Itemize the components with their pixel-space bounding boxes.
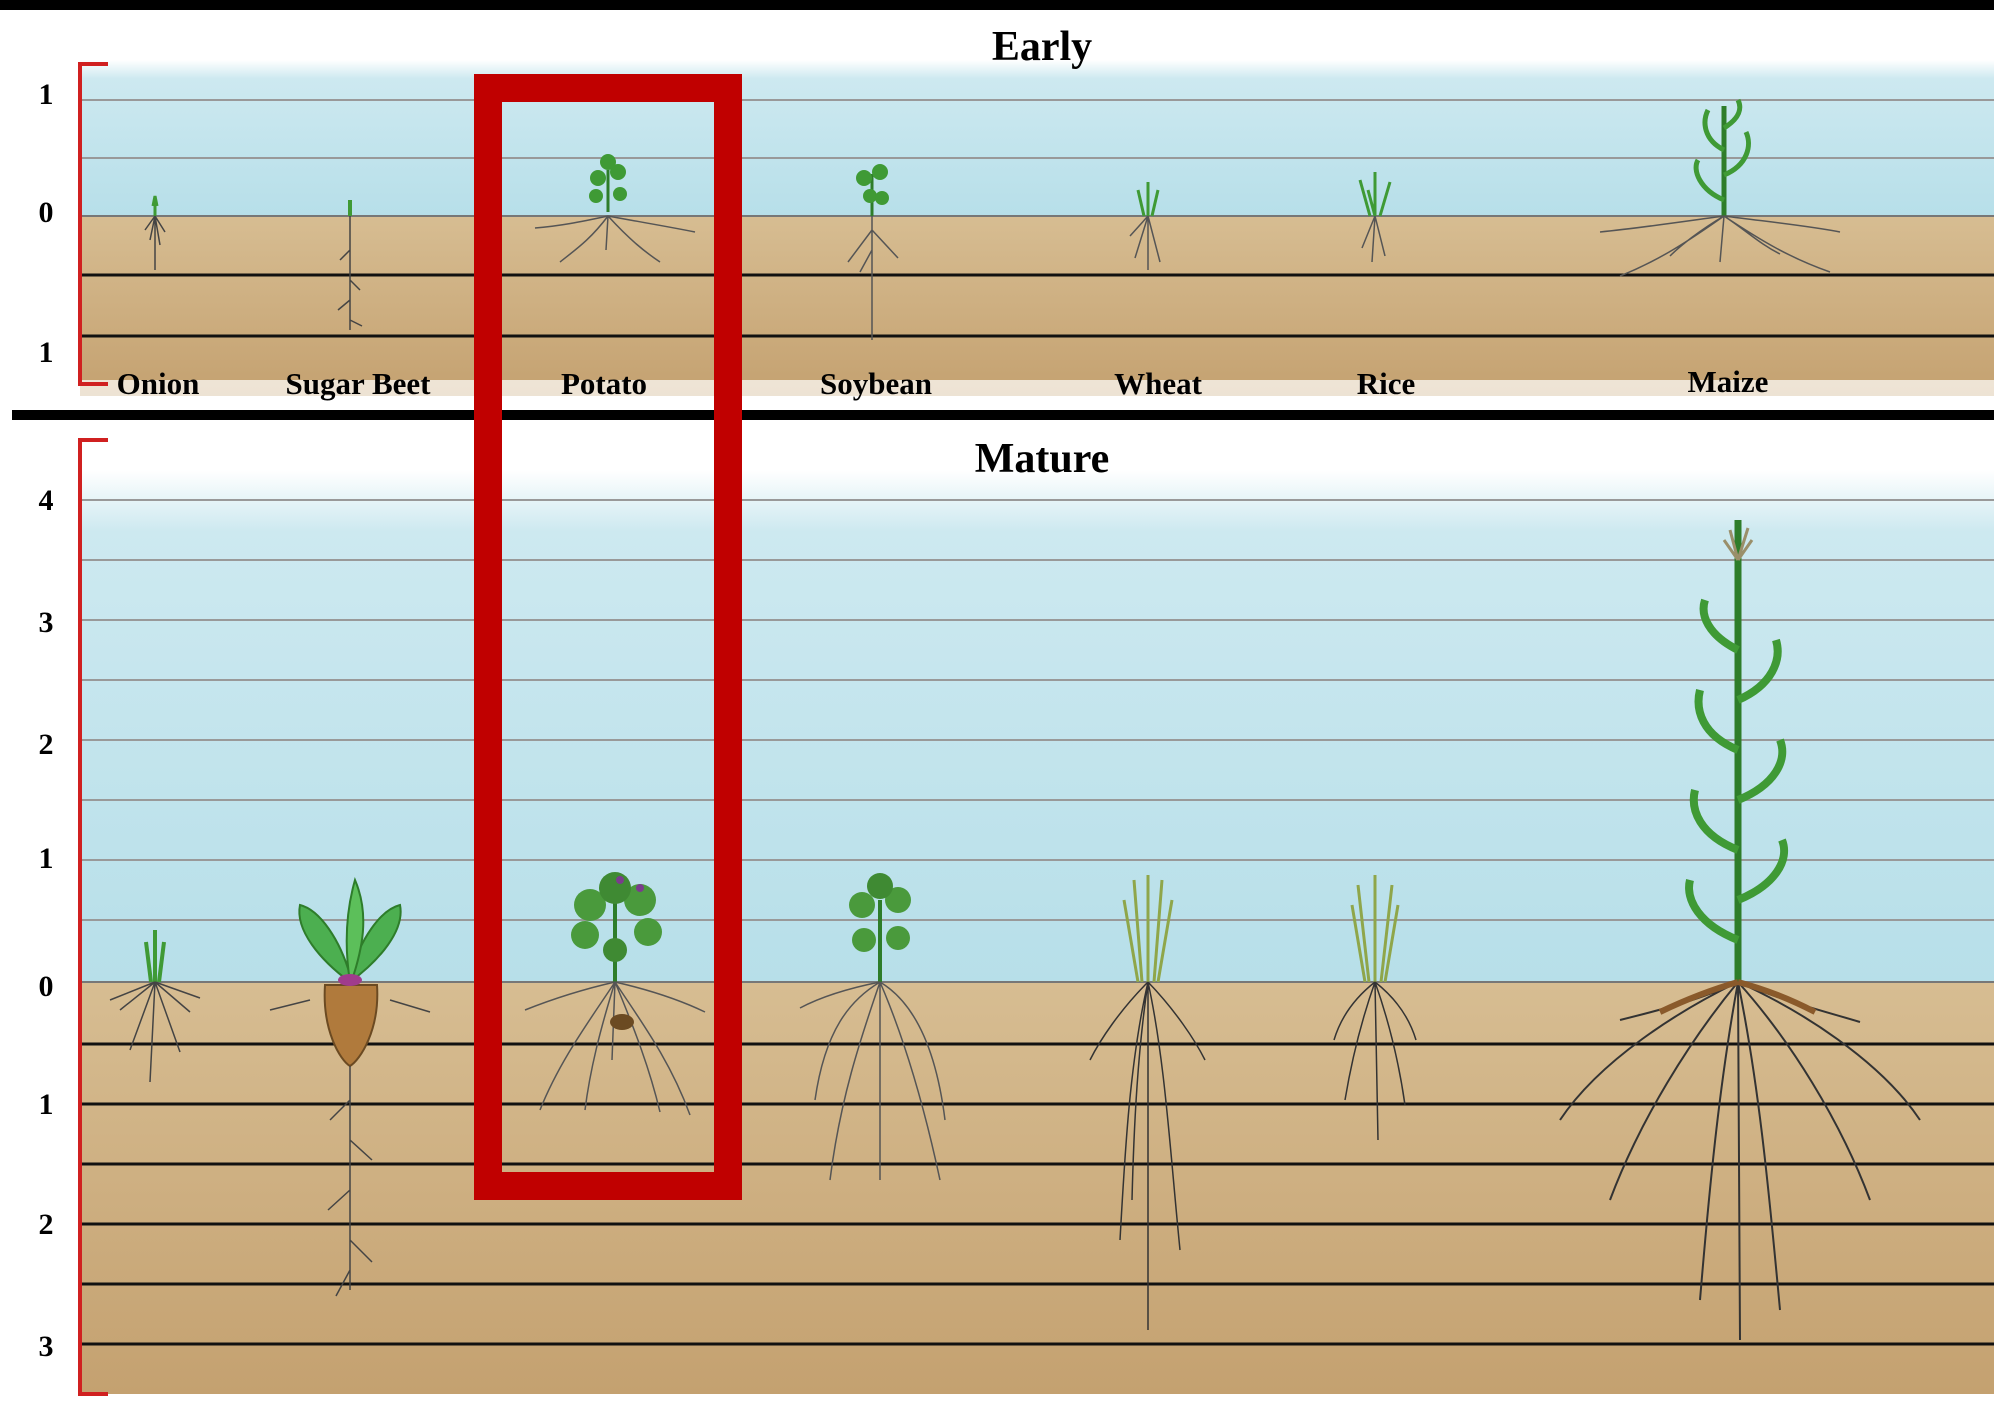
early-crop-label: Potato <box>561 366 647 401</box>
mature-scale-tick: 4 <box>39 484 54 517</box>
mature-scale-tick: 3 <box>39 1330 54 1363</box>
early-crop-label: Maize <box>1688 364 1769 399</box>
early-scale-tick: 0 <box>39 196 54 229</box>
mature-scale-tick: 1 <box>39 1088 54 1121</box>
mature-panel: 4 3 2 1 0 1 2 3 Mature <box>39 436 1994 1394</box>
early-crop-label: Rice <box>1357 366 1416 401</box>
mature-panel-title: Mature <box>975 436 1110 482</box>
mature-scale-tick: 1 <box>39 842 54 875</box>
panel-divider <box>12 410 1994 420</box>
mature-scale-tick: 2 <box>39 728 54 761</box>
early-panel-title: Early <box>992 24 1092 70</box>
early-scale-tick: 1 <box>39 336 54 369</box>
mature-scale-tick: 0 <box>39 970 54 1003</box>
mature-scale-tick: 3 <box>39 606 54 639</box>
early-panel: 1 0 1 Early <box>39 24 1994 410</box>
early-scale-tick: 1 <box>39 78 54 111</box>
top-border <box>0 0 1994 10</box>
early-crop-label: Sugar Beet <box>286 366 432 401</box>
early-crop-label: Wheat <box>1114 366 1203 401</box>
early-crop-label: Onion <box>117 366 200 401</box>
early-crop-label: Soybean <box>820 366 932 401</box>
mature-scale-tick: 2 <box>39 1208 54 1241</box>
